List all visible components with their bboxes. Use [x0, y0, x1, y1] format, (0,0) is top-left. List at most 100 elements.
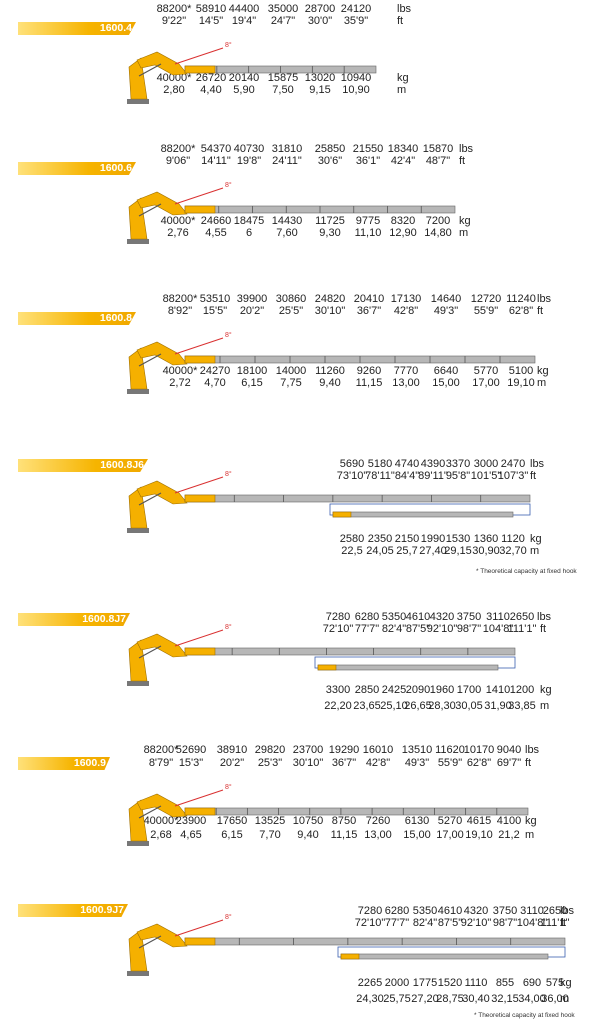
value-m: 11,15: [355, 377, 383, 389]
crane-base: [127, 971, 149, 976]
value-kg: 14000: [275, 365, 307, 377]
value-kg: 1410: [485, 684, 511, 696]
value-m: 25,75: [383, 993, 411, 1005]
value-ft: 42'8": [393, 305, 419, 317]
value-lbs: 16010: [362, 744, 394, 756]
crane-diagram-icon: [127, 476, 531, 533]
value-ft: 14'11": [201, 155, 231, 167]
crane-boom: [184, 937, 566, 946]
value-m: 10,90: [342, 84, 370, 96]
unit-label-m: m: [540, 700, 550, 712]
value-kg: 855: [495, 977, 515, 989]
value-lbs: 3110: [486, 611, 510, 623]
value-lbs: 6280: [384, 905, 410, 917]
unit-label-lbs: lbs: [537, 611, 552, 623]
value-ft: 111'1": [507, 623, 537, 635]
value-kg: 10750: [292, 815, 324, 827]
value-m: 9,30: [319, 227, 341, 239]
value-lbs: 21550: [352, 143, 384, 155]
crane-knuckle-arm: [136, 923, 188, 948]
value-lbs: 4610: [405, 611, 431, 623]
angle-line-icon: [174, 47, 224, 65]
value-ft: 30'10": [292, 757, 324, 769]
crane-knuckle-arm: [136, 341, 188, 366]
value-ft: 48'7": [425, 155, 451, 167]
crane-cylinder: [138, 935, 162, 949]
value-ft: 19'8": [236, 155, 262, 167]
value-lbs: 18340: [387, 143, 419, 155]
angle-label: 8°: [225, 42, 232, 49]
crane-cylinder: [138, 203, 162, 217]
value-ft: 92'10": [460, 917, 492, 929]
value-lbs: 6280: [354, 611, 380, 623]
value-kg: 7260: [365, 815, 391, 827]
value-kg: 5100: [508, 365, 534, 377]
unit-label-m: m: [459, 227, 469, 239]
value-kg: 2000: [384, 977, 410, 989]
value-lbs: 7280: [325, 611, 351, 623]
value-lbs: 4740: [394, 458, 420, 470]
crane-base: [127, 841, 149, 846]
angle-label: 8°: [225, 471, 232, 478]
value-lbs: 4390: [420, 458, 446, 470]
unit-label-kg: kg: [525, 815, 537, 827]
unit-label-lbs: lbs: [537, 293, 552, 305]
value-ft: 30'0": [307, 15, 333, 27]
crane-diagram-icon: [127, 789, 529, 846]
value-kg: 13525: [254, 815, 286, 827]
value-ft: 36'7": [356, 305, 382, 317]
value-ft: 98'7": [492, 917, 518, 929]
jib-boom: [340, 953, 549, 960]
unit-label-kg: kg: [397, 72, 409, 84]
value-kg: 9775: [355, 215, 381, 227]
value-m: 11,10: [354, 227, 382, 239]
value-ft: 107'3": [497, 470, 529, 482]
value-lbs: 4320: [429, 611, 455, 623]
crane-boom-base: [184, 355, 216, 364]
crane-base: [127, 528, 149, 533]
value-ft: 62'8": [508, 305, 534, 317]
value-ft: 20'2": [239, 305, 265, 317]
value-m: 29,15: [444, 545, 472, 557]
angle-label: 8°: [225, 332, 232, 339]
value-m: 4,70: [204, 377, 226, 389]
value-ft: 62'8": [466, 757, 492, 769]
crane-boom-base: [184, 937, 216, 946]
value-m: 30,05: [455, 700, 483, 712]
value-lbs: 88200*: [143, 744, 179, 756]
unit-label-ft: ft: [525, 757, 532, 769]
value-lbs: 52690: [175, 744, 207, 756]
value-lbs: 5180: [367, 458, 393, 470]
value-lbs: 11240: [506, 293, 536, 305]
crane-column: [128, 197, 148, 240]
crane-base: [127, 239, 149, 244]
value-kg: 2265: [357, 977, 383, 989]
value-lbs: 24120: [340, 3, 372, 15]
value-kg: 24660: [200, 215, 232, 227]
value-m: 14,80: [424, 227, 452, 239]
value-kg: 10940: [340, 72, 372, 84]
crane-diagram-icon: [127, 629, 516, 686]
model-tag: 1600.9: [18, 757, 110, 770]
value-kg: 11725: [315, 215, 345, 227]
value-m: 19,10: [507, 377, 535, 389]
value-ft: 82'4": [412, 917, 438, 929]
crane-boom: [184, 807, 529, 816]
unit-label-lbs: lbs: [397, 3, 412, 15]
crane-column: [128, 929, 148, 972]
crane-base: [127, 681, 149, 686]
crane-cylinder: [138, 492, 162, 506]
unit-label-lbs: lbs: [530, 458, 545, 470]
value-m: 15,00: [432, 377, 460, 389]
value-lbs: 4610: [437, 905, 463, 917]
angle-label: 8°: [225, 624, 232, 631]
value-lbs: 2470: [500, 458, 526, 470]
value-kg: 8750: [331, 815, 357, 827]
value-ft: 84'4": [394, 470, 420, 482]
value-m: 5,90: [233, 84, 255, 96]
value-m: 22,20: [324, 700, 352, 712]
value-ft: 92'10": [426, 623, 458, 635]
value-m: 2,80: [163, 84, 185, 96]
value-m: 7,75: [280, 377, 302, 389]
jib-base: [317, 664, 337, 671]
